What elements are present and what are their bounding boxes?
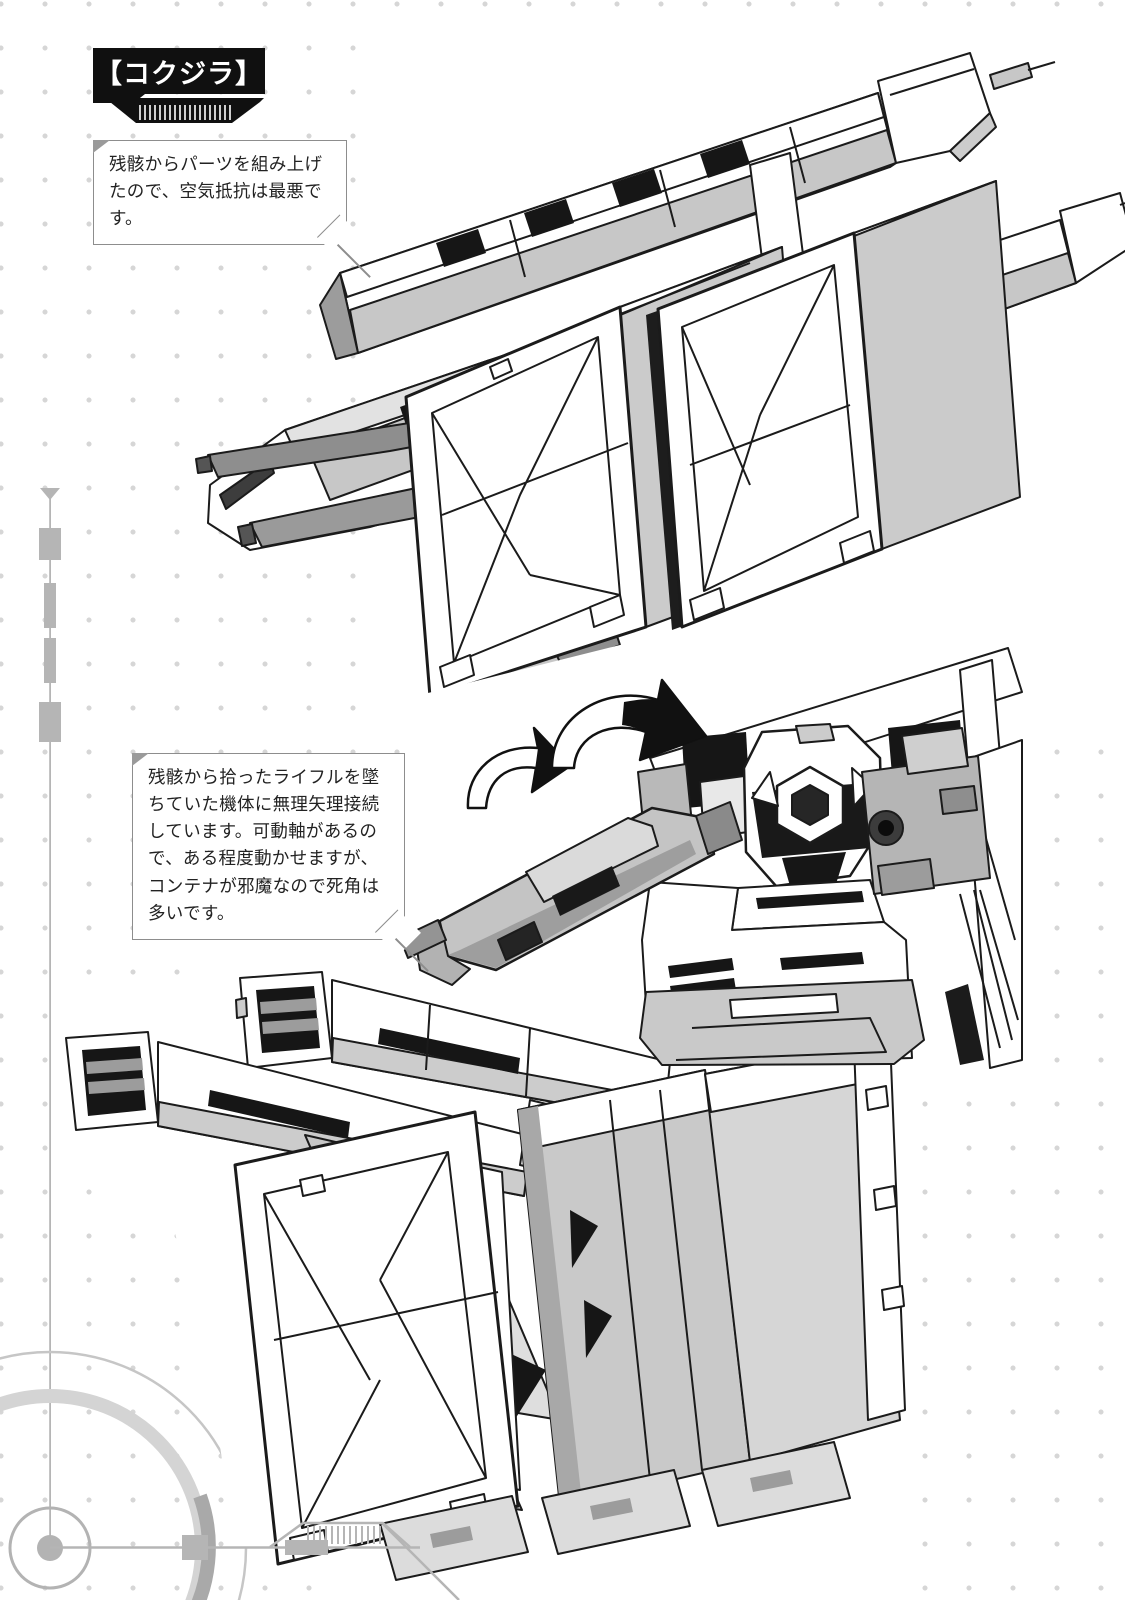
title-hatch-decoration <box>106 98 264 123</box>
timeline-decoration <box>50 1521 460 1600</box>
section-title: 【コクジラ】 <box>95 58 263 89</box>
illustration-rifle-closeup <box>400 640 1025 1069</box>
note-rifle: 残骸から拾ったライフルを墜ちていた機体に無理矢理接続しています。可動軸があるので… <box>132 753 429 972</box>
note-fold-corner <box>93 140 110 153</box>
note-fold-corner <box>132 753 149 766</box>
note-text: 残骸からパーツを組み上げたので、空気抵抗は最悪です。 <box>109 154 323 229</box>
vertical-ruler-decoration <box>39 488 61 1558</box>
note-text: 残骸から拾ったライフルを墜ちていた機体に無理矢理接続しています。可動軸があるので… <box>148 767 380 923</box>
section-title-badge: 【コクジラ】 <box>93 48 265 94</box>
illustration-mecha-top-view <box>195 15 1125 715</box>
note-aerodynamics: 残骸からパーツを組み上げたので、空気抵抗は最悪です。 <box>93 140 371 278</box>
